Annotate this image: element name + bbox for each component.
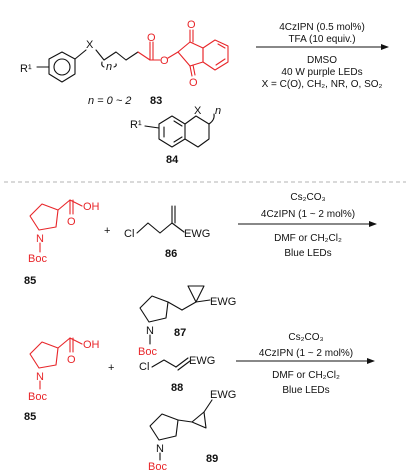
r2-acid-oh: OH <box>83 201 100 213</box>
n-range-note: n = 0 ~ 2 <box>88 95 131 107</box>
r1-condition-1: 4CzIPN (0.5 mol%) <box>279 22 365 33</box>
r3-condition-4: Blue LEDs <box>282 385 329 396</box>
r3-acid-oh: OH <box>83 339 100 351</box>
r2-plus: + <box>104 225 110 237</box>
r2-condition-3: DMF or CH₂Cl₂ <box>274 233 342 244</box>
r2-acid-n: N <box>36 233 44 245</box>
r2-acid-boc: Boc <box>28 253 47 265</box>
reaction-2: N Boc OH O 85 + Cl EWG 86 Cs₂CO₃ 4CzIPN … <box>24 192 377 358</box>
r3-condition-1: Cs₂CO₃ <box>288 332 323 343</box>
r3-plus: + <box>108 362 114 374</box>
product-x-label: X <box>194 105 202 117</box>
r2-condition-1: Cs₂CO₃ <box>290 192 325 203</box>
n-index-label: n <box>106 61 112 73</box>
compound-89-label: 89 <box>206 453 218 465</box>
x-atom-label: X <box>86 39 94 51</box>
compound-87-label: 87 <box>174 327 186 339</box>
r2-cl: Cl <box>124 228 134 240</box>
r1-label: R¹ <box>20 63 32 75</box>
r3-acid-o: O <box>67 354 76 366</box>
r1-condition-3: DMSO <box>307 55 337 66</box>
r2-condition-2: 4CzIPN (1 ~ 2 mol%) <box>261 209 355 220</box>
r3-product-n: N <box>156 443 164 455</box>
compound-88-label: 88 <box>171 382 183 394</box>
compound-84-label: 84 <box>166 154 179 166</box>
r1-condition-2: TFA (10 equiv.) <box>288 34 355 45</box>
r3-condition-3: DMF or CH₂Cl₂ <box>272 370 340 381</box>
product-n-label: n <box>215 105 221 117</box>
alkene-86-structure: Cl EWG <box>124 205 210 240</box>
r3-product-boc: Boc <box>148 461 167 471</box>
r2-product-ewg: EWG <box>210 296 236 308</box>
r3-cl: Cl <box>139 361 149 373</box>
reaction-3: N Boc OH O 85 + Cl EWG 88 Cs₂CO₃ 4CzIPN … <box>24 332 375 471</box>
ester-o: O <box>160 55 169 67</box>
r1-condition-4: 40 W purple LEDs <box>281 67 362 78</box>
compound-86-label: 86 <box>165 248 177 260</box>
r3-product-ewg: EWG <box>210 389 236 401</box>
r3-ewg: EWG <box>189 355 215 367</box>
product-89-structure: N Boc EWG <box>148 389 236 471</box>
r3-acid-n: N <box>36 371 44 383</box>
r1-condition-5: X = C(O), CH₂, NR, O, SO₂ <box>262 79 383 90</box>
reactant-83-structure: R¹ X n O O O O <box>20 19 229 89</box>
acid-85-structure: N Boc OH O <box>28 199 100 265</box>
ester-carbonyl-o: O <box>147 32 156 44</box>
alkene-88-structure: Cl EWG <box>139 355 215 373</box>
reaction-1: R¹ X n O O O O <box>20 19 389 166</box>
indanedione-o-bottom: O <box>189 77 198 89</box>
product-84-structure: R¹ X n <box>130 105 221 148</box>
r3-condition-2: 4CzIPN (1 ~ 2 mol%) <box>259 348 353 359</box>
r2-condition-4: Blue LEDs <box>284 248 331 259</box>
r1-product-label: R¹ <box>130 119 142 131</box>
r2-acid-o: O <box>67 216 76 228</box>
r3-acid-boc: Boc <box>28 391 47 403</box>
product-87-structure: N Boc EWG <box>138 285 236 358</box>
r2-product-n: N <box>146 325 154 337</box>
compound-85-label: 85 <box>24 275 36 287</box>
compound-85b-label: 85 <box>24 411 36 423</box>
compound-83-label: 83 <box>150 95 162 107</box>
indanedione-o-top: O <box>187 19 196 31</box>
acid-85b-structure: N Boc OH O <box>28 337 100 403</box>
r2-ewg: EWG <box>184 228 210 240</box>
r2-product-boc: Boc <box>138 346 157 358</box>
